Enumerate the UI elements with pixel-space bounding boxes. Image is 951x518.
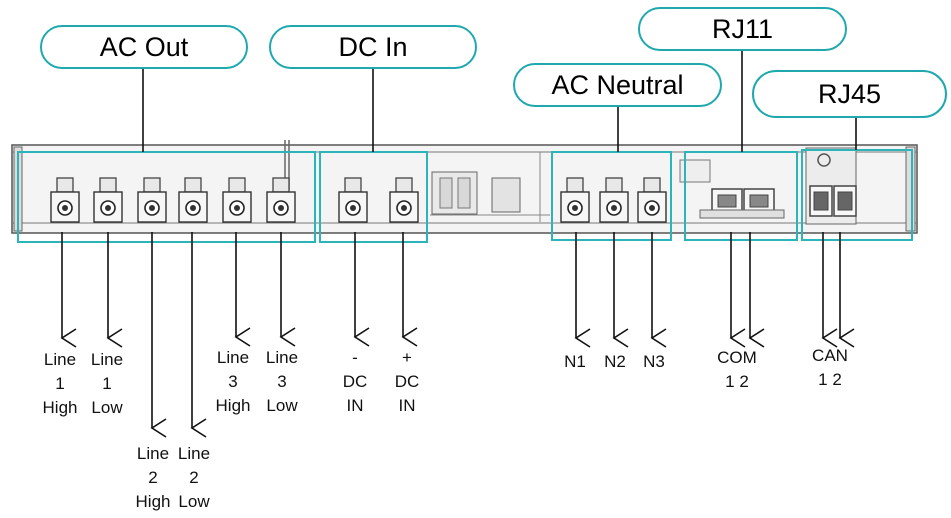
screw-terminal bbox=[389, 177, 419, 223]
callout-ac-out: AC Out bbox=[40, 25, 248, 69]
screw-terminal bbox=[599, 177, 629, 223]
label-n3: N3 bbox=[643, 352, 665, 371]
ac-out-region bbox=[17, 151, 316, 243]
callout-leaders bbox=[142, 50, 857, 152]
rj11-ports bbox=[699, 188, 785, 219]
screw-terminal bbox=[637, 177, 667, 223]
callout-dc-in: DC In bbox=[269, 25, 477, 69]
screw-terminal bbox=[137, 177, 167, 223]
screw-terminals bbox=[50, 177, 667, 223]
screw-terminal bbox=[178, 177, 208, 223]
screw-terminal bbox=[93, 177, 123, 223]
screw-terminal bbox=[338, 177, 368, 223]
screw-terminal bbox=[50, 177, 80, 223]
rj45-ports bbox=[809, 185, 857, 217]
label-n2: N2 bbox=[604, 352, 626, 371]
label-n1: N1 bbox=[564, 352, 586, 371]
screw-terminal bbox=[266, 177, 296, 223]
callout-ac-neutral: AC Neutral bbox=[513, 63, 722, 107]
callout-rj45: RJ45 bbox=[752, 70, 947, 118]
screw-terminal bbox=[222, 177, 252, 223]
callout-rj11: RJ11 bbox=[638, 7, 847, 51]
screw-terminal bbox=[560, 177, 590, 223]
ac-neutral-region bbox=[551, 151, 672, 241]
terminal-arrows bbox=[60, 232, 855, 438]
rj11-region bbox=[684, 151, 798, 241]
rj45-region bbox=[801, 149, 913, 241]
